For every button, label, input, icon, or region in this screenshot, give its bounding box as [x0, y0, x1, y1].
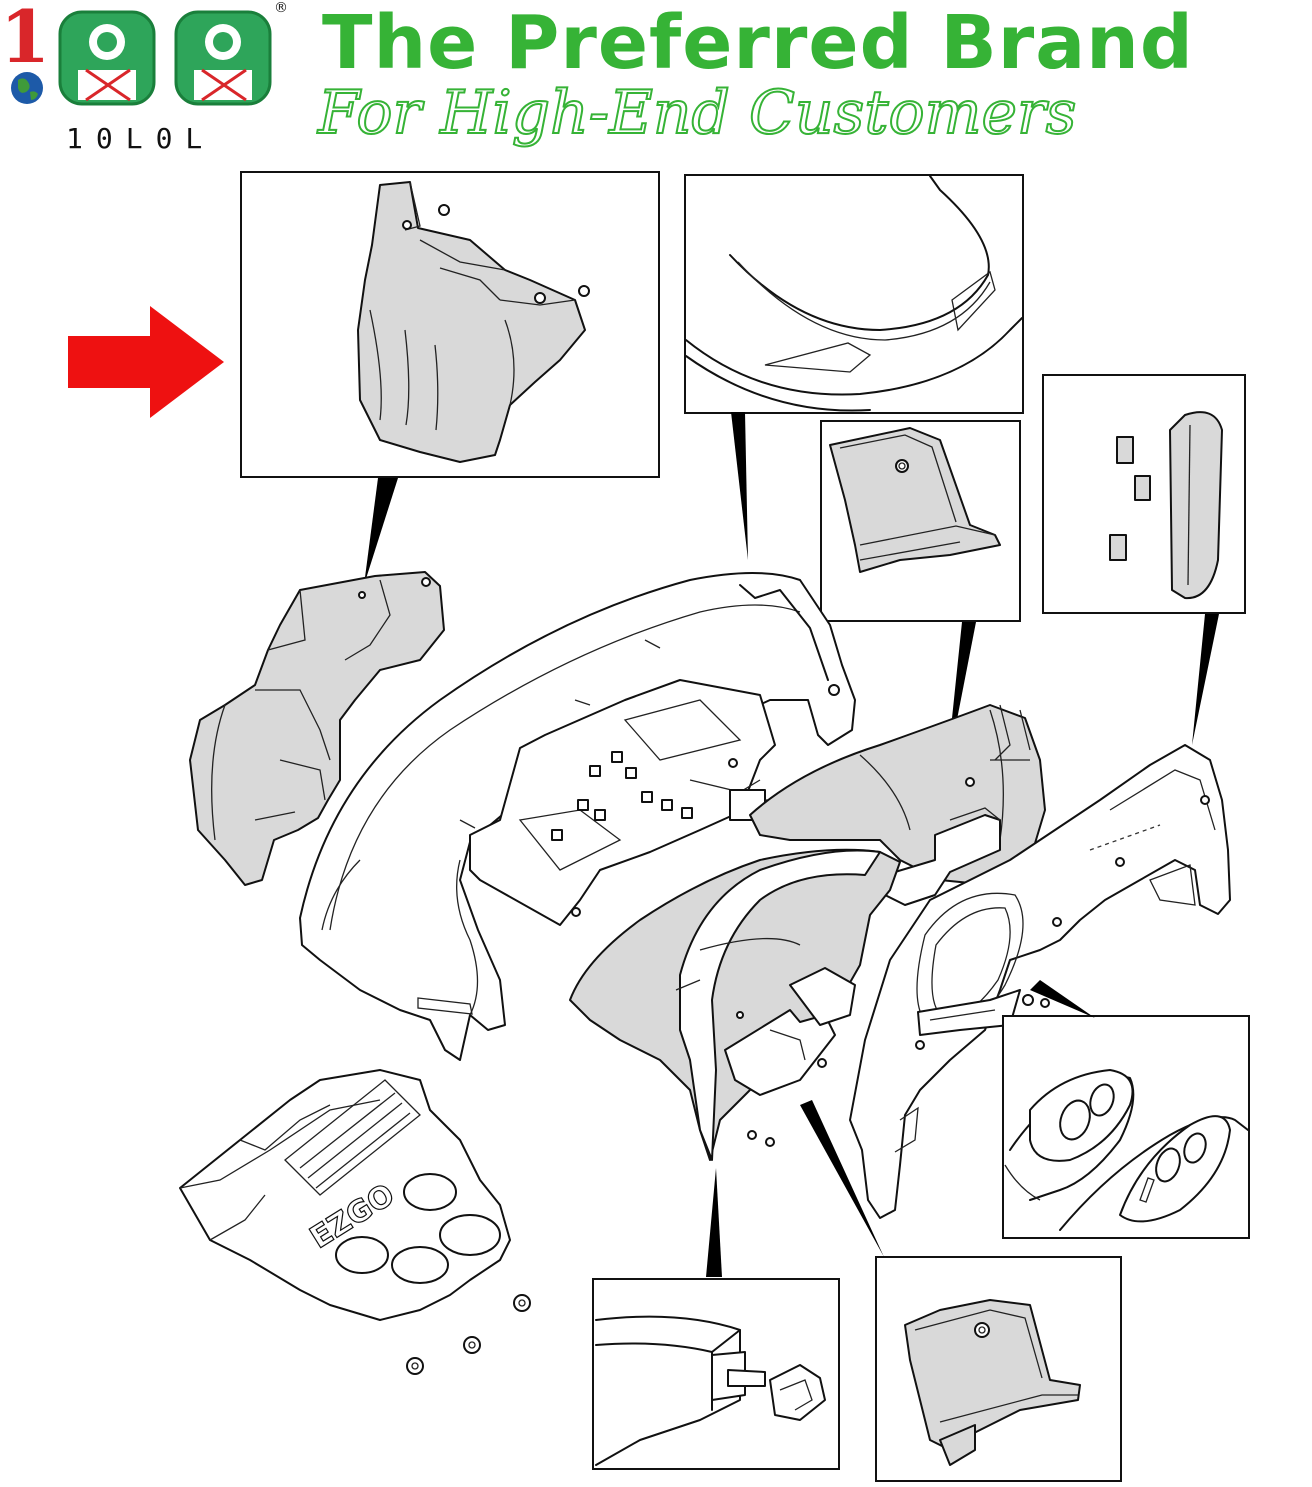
- brand-logo: 1: [0, 0, 272, 106]
- registered-mark: ®: [274, 0, 288, 16]
- lower-dash: [569, 848, 901, 1161]
- front-cowl: [299, 572, 856, 1061]
- dash-frame: [849, 744, 1231, 1219]
- dash-body: [749, 704, 1046, 906]
- globe-icon: [11, 72, 43, 104]
- callout-latch-clip: [592, 1278, 840, 1470]
- dash-side-panel: [189, 571, 445, 886]
- logo-text: 10L0L: [66, 122, 216, 155]
- callout-dash-side-panel: [240, 171, 660, 478]
- callout-gauge-inserts: [1002, 1015, 1250, 1239]
- cup-holder-console: EZGO: [179, 1069, 531, 1375]
- callout-glove-box-door: [820, 420, 1021, 622]
- headline: The Preferred Brand: [322, 0, 1194, 86]
- callout-side-trim: [1042, 374, 1246, 614]
- logo-block-2: [174, 10, 272, 106]
- red-arrow-icon: [68, 306, 224, 418]
- tray-clips: [551, 751, 693, 841]
- callout-glove-box-door-lower: [875, 1256, 1122, 1482]
- callout-cowl-top: [684, 174, 1024, 414]
- svg-text:1: 1: [0, 0, 50, 79]
- tagline: For High-End Customers: [317, 77, 1077, 149]
- logo-block-1: [58, 10, 156, 106]
